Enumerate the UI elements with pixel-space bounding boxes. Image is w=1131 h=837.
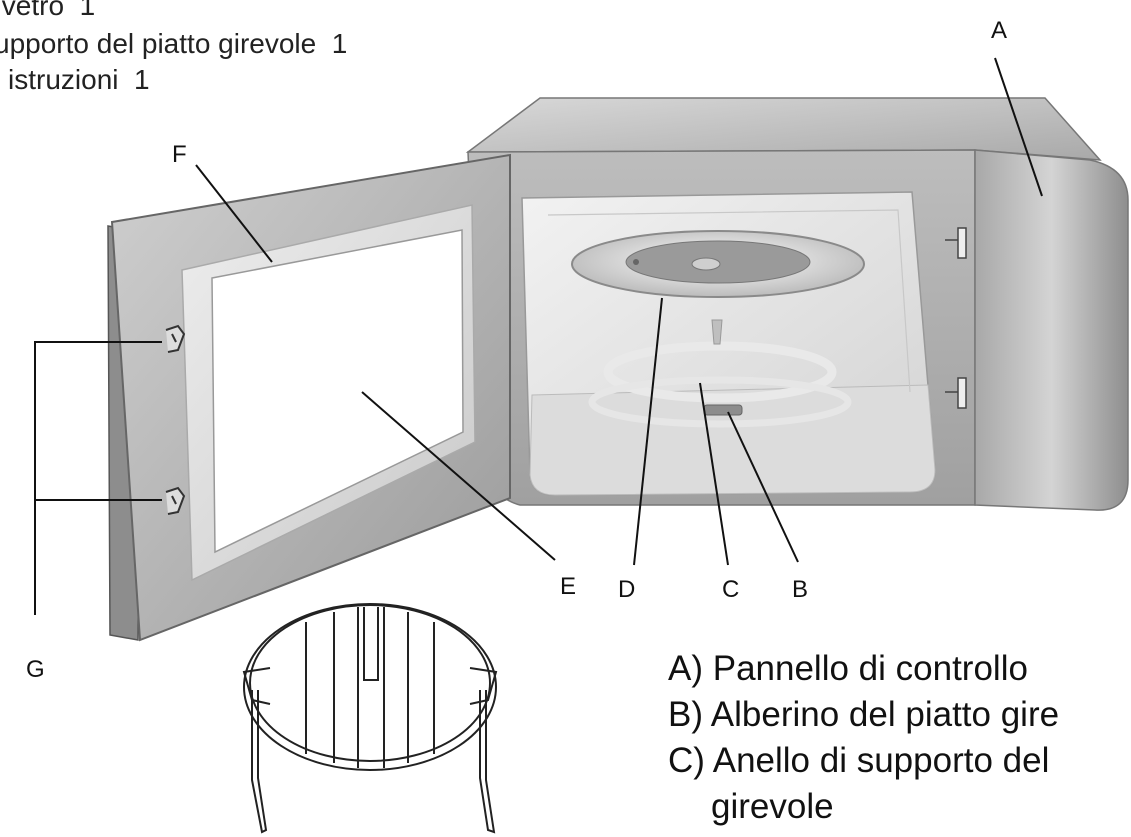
- legend-item-a: A) Pannello di controllo: [668, 649, 1028, 688]
- latch-slot-upper: [945, 227, 967, 259]
- door-hook-upper: [165, 324, 186, 353]
- callout-f: F: [172, 141, 187, 168]
- callout-g: G: [26, 656, 45, 683]
- callout-e: E: [560, 573, 576, 600]
- legend-item-c-continued: girevole: [711, 787, 834, 826]
- control-panel: [974, 149, 1129, 511]
- callout-d: D: [618, 576, 635, 603]
- accessory-list-line-support: upporto del piatto girevole 1: [0, 28, 348, 59]
- door-window: [211, 229, 464, 554]
- turntable-shaft: [703, 404, 743, 416]
- grill-rack: [242, 603, 498, 834]
- callout-b: B: [792, 576, 808, 603]
- callout-a: A: [991, 17, 1007, 44]
- accessory-list-line-manual: i istruzioni 1: [0, 64, 150, 95]
- legend-item-c: C) Anello di supporto del: [668, 741, 1050, 780]
- accessory-list-line-glass: vetro 1: [0, 0, 96, 21]
- door-hook-lower: [165, 486, 186, 515]
- latch-slot-lower: [945, 377, 967, 409]
- callout-c: C: [722, 576, 739, 603]
- leader-lines: [34, 57, 1043, 615]
- roller-ring: [603, 341, 837, 403]
- legend-item-b: B) Alberino del piatto gire: [668, 695, 1060, 734]
